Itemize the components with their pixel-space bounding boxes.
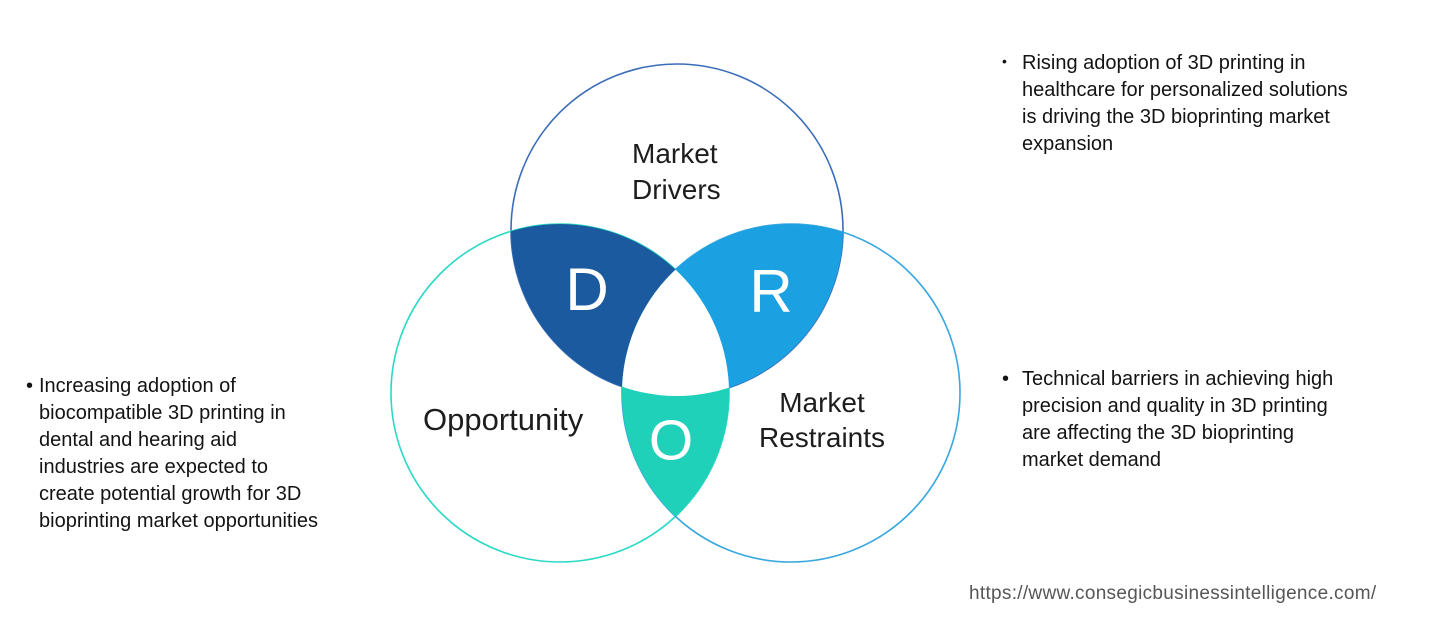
bullet-icon: • <box>1002 53 1007 69</box>
opportunity-note: • Increasing adoption of biocompatible 3… <box>26 373 398 535</box>
bullet-icon: • <box>1002 368 1010 390</box>
opportunity-note-text: Increasing adoption of biocompatible 3D … <box>39 375 319 532</box>
letter-r: R <box>749 258 793 325</box>
source-url: https://www.consegicbusinessintelligence… <box>969 583 1377 604</box>
driver-note: • Rising adoption of 3D printing in heal… <box>1002 50 1422 158</box>
letter-d: D <box>565 256 609 323</box>
restraint-note-text: Technical barriers in achieving high pre… <box>1022 368 1334 471</box>
bullet-icon: • <box>26 375 34 397</box>
market-restraints-label: Market Restraints <box>758 387 886 453</box>
restraint-note: • Technical barriers in achieving high p… <box>1002 366 1422 474</box>
driver-note-text: Rising adoption of 3D printing in health… <box>1022 52 1348 155</box>
opportunity-label: Opportunity <box>423 402 584 437</box>
letter-o: O <box>648 408 694 473</box>
market-drivers-label: Market Drivers <box>632 138 721 205</box>
